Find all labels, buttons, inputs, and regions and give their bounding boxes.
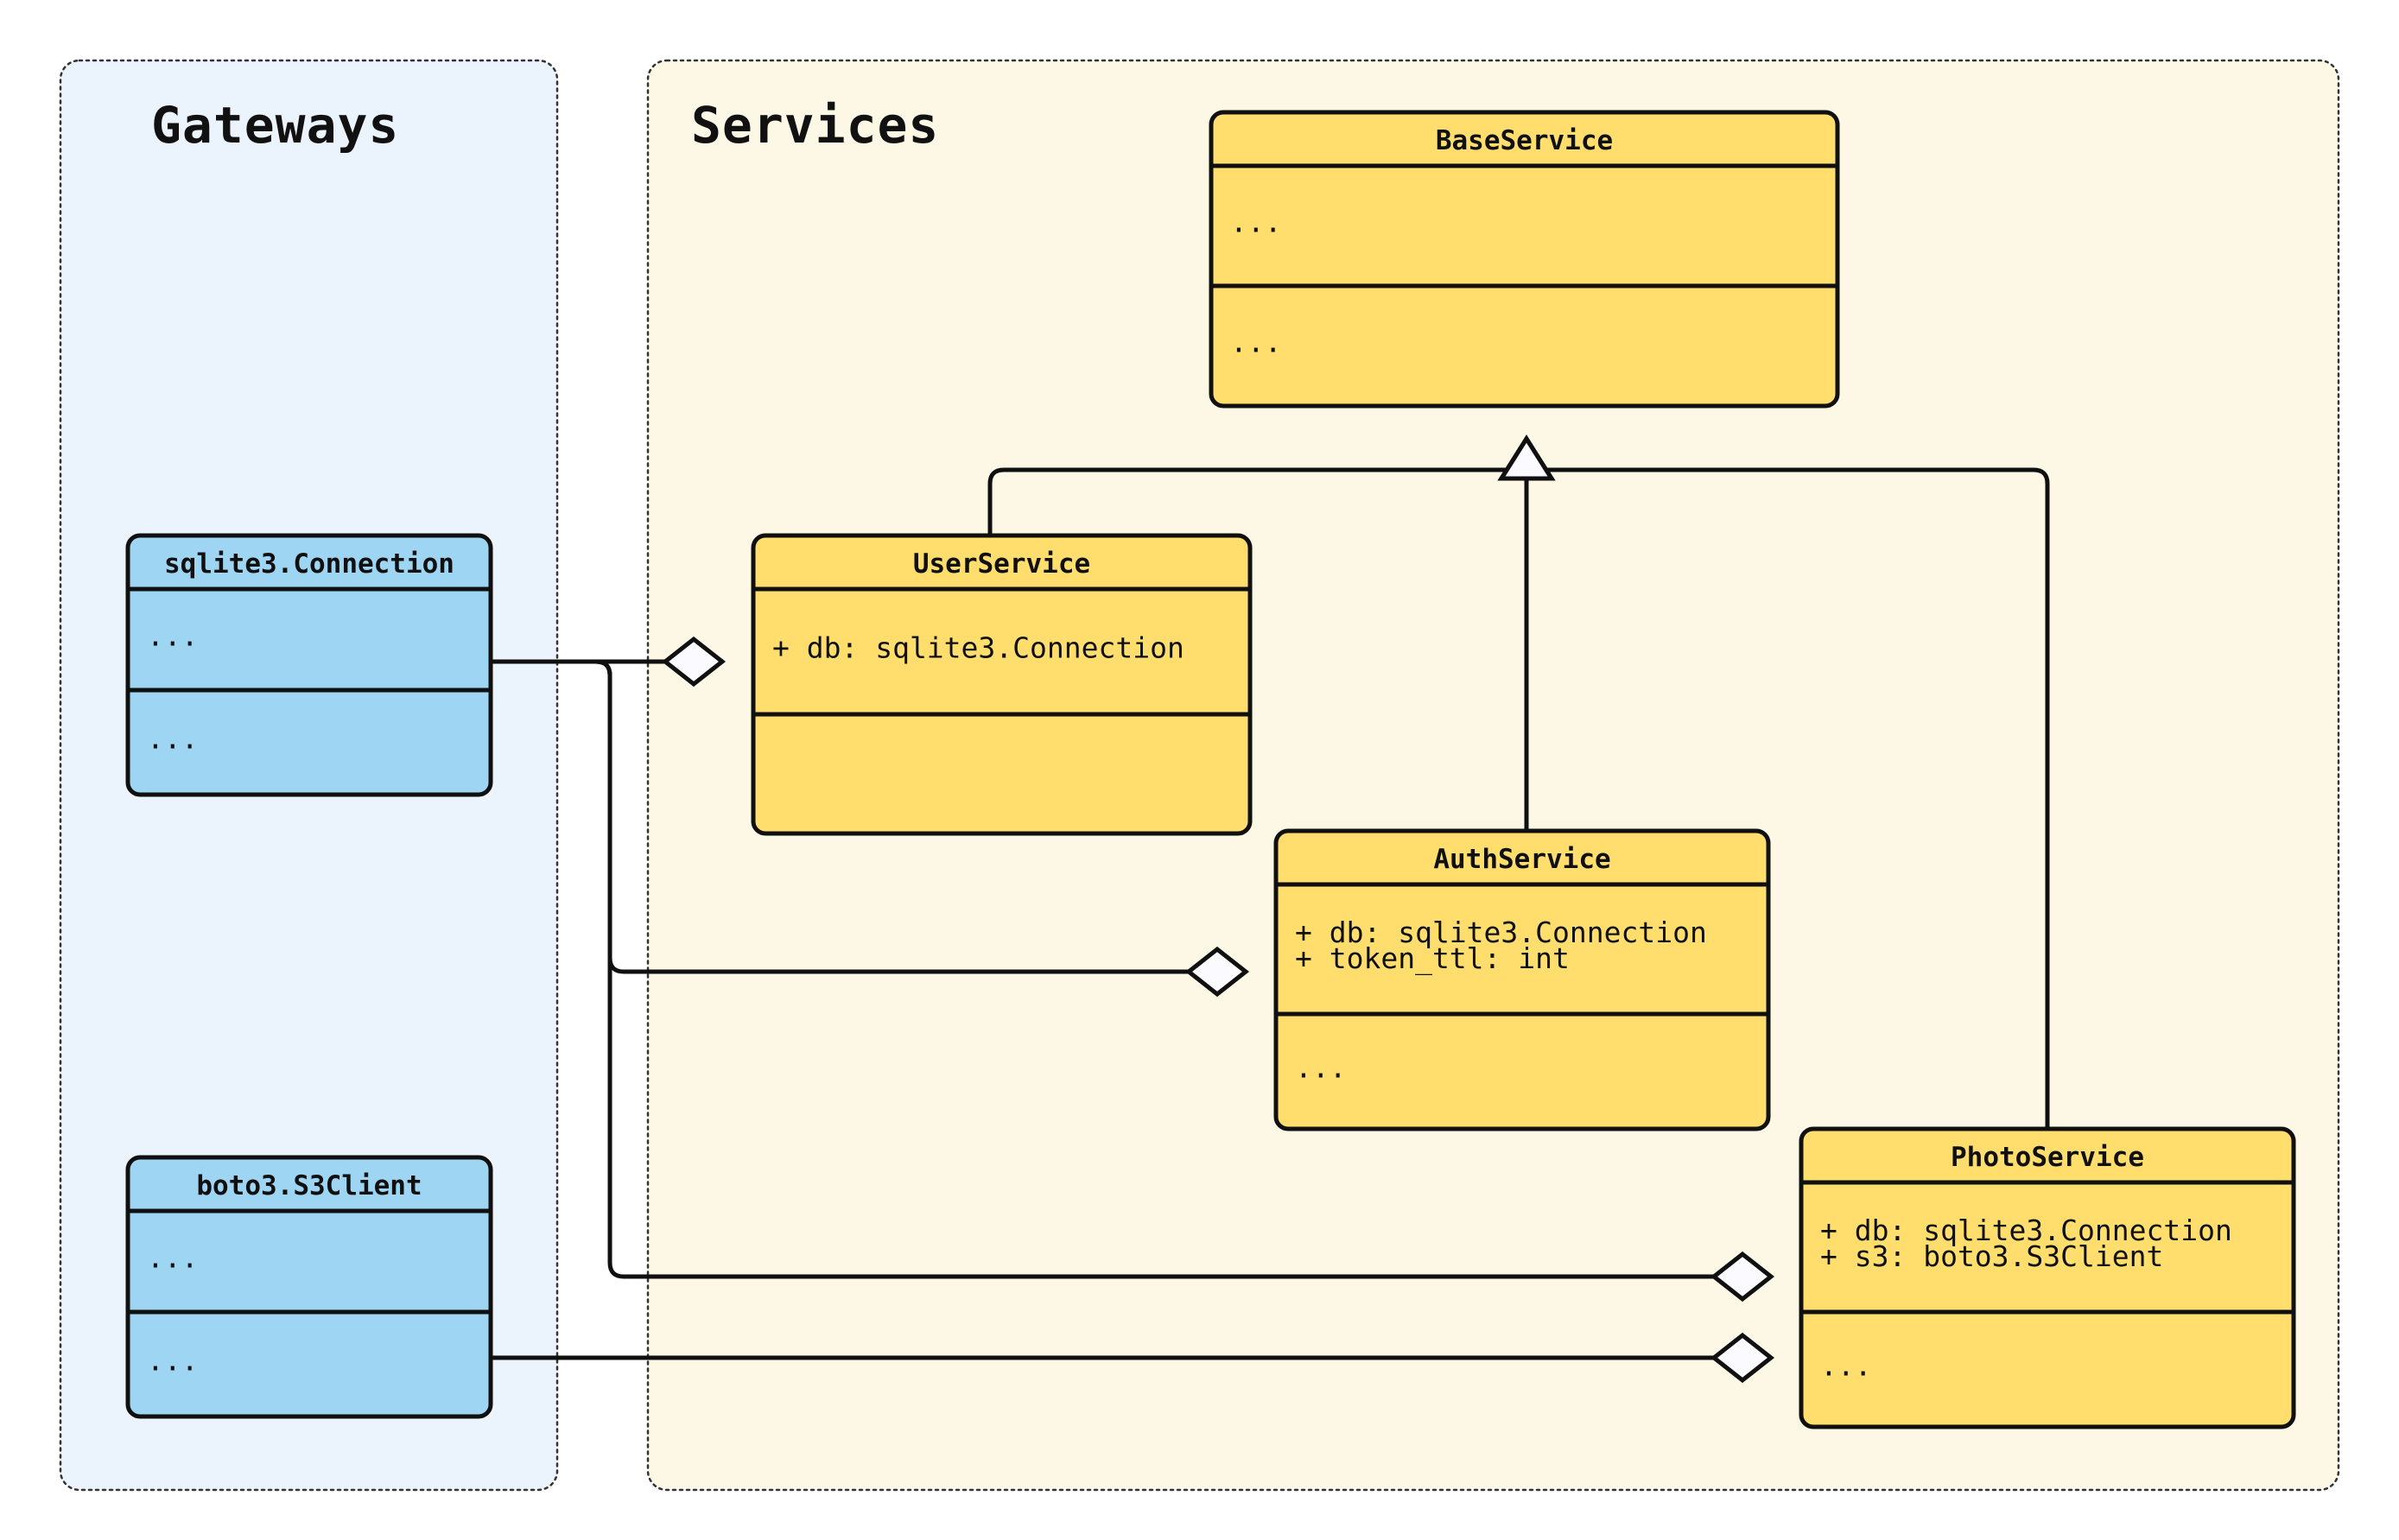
relation-markers-layer — [661, 434, 1775, 1384]
class-baseservice[interactable]: BaseService...... — [1209, 110, 1840, 409]
class-attribute-photoservice-1: + s3: boto3.S3Client — [1820, 1239, 2163, 1273]
class-frame-boto3-s3client[interactable] — [125, 1155, 493, 1419]
class-name-baseservice: BaseService — [1436, 125, 1613, 156]
class-authservice[interactable]: AuthService + db: sqlite3.Connection+ tok… — [1273, 828, 1771, 1131]
class-attribute-boto3-s3client-0: ... — [147, 1241, 199, 1275]
class-method-boto3-s3client-0: ... — [147, 1344, 199, 1378]
classes-layer: sqlite3.Connection......boto3.S3Client..… — [125, 110, 2296, 1429]
class-name-boto3-s3client: boto3.S3Client — [196, 1170, 422, 1201]
class-attribute-sqlite3-connection-0: ... — [147, 619, 199, 653]
aggregation-diamond-icon — [1710, 1251, 1775, 1302]
class-name-userservice: UserService — [913, 548, 1090, 580]
class-attribute-authservice-0: + db: sqlite3.Connection — [1295, 916, 1707, 949]
class-method-sqlite3-connection-0: ... — [147, 722, 199, 756]
class-method-photoservice-0: ... — [1820, 1349, 1872, 1383]
class-attribute-userservice-0: + db: sqlite3.Connection — [772, 631, 1184, 665]
class-method-authservice-0: ... — [1295, 1051, 1347, 1085]
class-method-baseservice-0: ... — [1230, 326, 1282, 359]
class-attribute-authservice-1: + token_ttl: int — [1295, 941, 1570, 976]
aggregation-diamond-icon — [1184, 946, 1250, 998]
class-photoservice[interactable]: PhotoService + db: sqlite3.Connection+ s3… — [1799, 1126, 2296, 1429]
class-frame-authservice[interactable] — [1273, 828, 1771, 1131]
class-sqlite3-connection[interactable]: sqlite3.Connection...... — [125, 533, 493, 797]
class-userservice[interactable]: UserService + db: sqlite3.Connection — [751, 533, 1253, 836]
class-attribute-baseservice-0: ... — [1230, 206, 1282, 239]
aggregation-diamond-icon — [661, 636, 727, 688]
class-boto3-s3client[interactable]: boto3.S3Client...... — [125, 1155, 493, 1419]
class-frame-sqlite3-connection[interactable] — [125, 533, 493, 797]
class-attribute-photoservice-0: + db: sqlite3.Connection — [1820, 1214, 2232, 1247]
package-title-services: Services — [691, 96, 939, 155]
class-frame-baseservice[interactable] — [1209, 110, 1840, 409]
relation-photoservice-aggregates-connection — [491, 659, 1771, 1279]
class-frame-userservice[interactable] — [751, 533, 1253, 836]
class-name-authservice: AuthService — [1433, 844, 1610, 875]
package-title-gateways: Gateways — [151, 96, 399, 155]
class-name-photoservice: PhotoService — [1951, 1142, 2144, 1173]
class-frame-photoservice[interactable] — [1799, 1126, 2296, 1429]
class-name-sqlite3-connection: sqlite3.Connection — [164, 548, 454, 580]
generalization-triangle-icon — [1497, 434, 1556, 481]
aggregation-diamond-icon — [1710, 1332, 1775, 1384]
